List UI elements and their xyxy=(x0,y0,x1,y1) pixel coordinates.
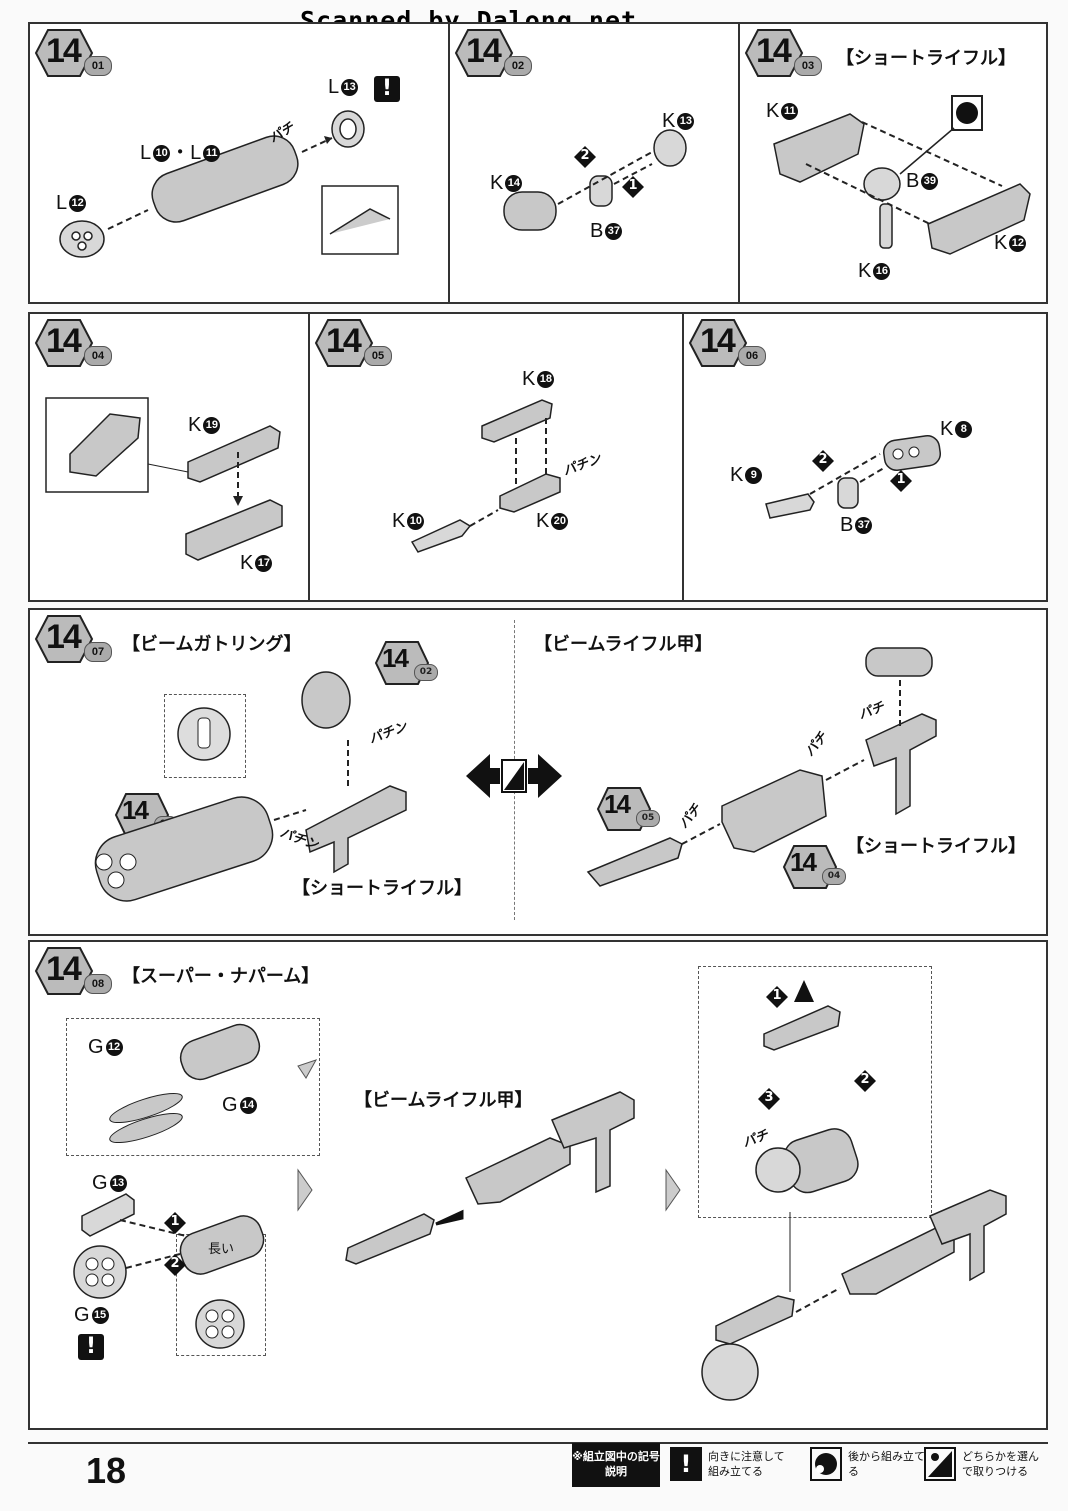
step-sub-number: 04 xyxy=(84,346,112,366)
short-rifle-label-left: 【ショートライフル】 xyxy=(292,878,472,899)
step-badge: 14 03 xyxy=(744,28,822,78)
step-badge: 14 02 xyxy=(454,28,532,78)
step-marker-2: 2 xyxy=(164,1254,186,1276)
weapon-options-drawing xyxy=(94,647,937,902)
short-rifle-label-right: 【ショートライフル】 xyxy=(846,836,1026,857)
step-marker-2: 2 xyxy=(574,146,596,168)
step-badge: 14 04 xyxy=(34,318,112,368)
step-number: 14 xyxy=(756,32,792,70)
step-marker-2: 2 xyxy=(812,450,834,472)
step-number: 14 xyxy=(466,32,502,70)
step-number: 14 xyxy=(46,618,82,656)
footer-rule xyxy=(28,1442,1048,1444)
long-indicator: 長い xyxy=(208,1242,235,1257)
gatling-barrel-assembly-drawing xyxy=(59,110,399,258)
step-badge: 14 07 xyxy=(34,614,112,664)
beam-rifle-label: 【ビームライフル甲】 xyxy=(354,1090,533,1111)
step-marker-1: 1 xyxy=(890,470,912,492)
short-rifle-assembly-drawing xyxy=(773,95,1031,255)
caution-icon: ! xyxy=(670,1447,702,1481)
step-number: 14 xyxy=(46,32,82,70)
choose-one-icon xyxy=(924,1447,956,1481)
beam-gatling-title: 【ビームガトリング】 xyxy=(122,634,302,655)
legend-heading: ※組立図中の記号説明 xyxy=(572,1443,660,1487)
caution-icon: ! xyxy=(78,1334,104,1360)
assemble-later-icon xyxy=(810,1447,842,1481)
caution-icon: ! xyxy=(374,76,400,102)
step-number: 14 xyxy=(700,322,736,360)
step-marker-1: 1 xyxy=(766,986,788,1008)
rifle-cover-assembly-drawing xyxy=(45,397,283,561)
super-napalm-title: 【スーパー・ナパーム】 xyxy=(122,966,320,987)
page-number: 18 xyxy=(86,1450,127,1491)
step-sub-number: 07 xyxy=(84,642,112,662)
step-title: 【ショートライフル】 xyxy=(836,48,1016,69)
beam-rifle-title: 【ビームライフル甲】 xyxy=(534,634,713,655)
barrel-cap-assembly-drawing xyxy=(503,129,687,231)
step-sub-number: 02 xyxy=(504,56,532,76)
stock-assembly-drawing xyxy=(765,435,942,519)
step-sub-number: 06 xyxy=(738,346,766,366)
step-number: 14 xyxy=(46,950,82,988)
step-number: 14 xyxy=(326,322,362,360)
panel-step-14-08: 14 08 【スーパー・ナパーム】 【ビームライフル甲】 G xyxy=(28,940,1048,1430)
super-napalm-assembly-drawing xyxy=(73,980,1007,1401)
step-sub-number: 08 xyxy=(84,974,112,994)
step-badge: 14 08 xyxy=(34,946,112,996)
legend-item-orientation: ! 向きに注意して組み立てる xyxy=(670,1443,794,1487)
step-marker-1: 1 xyxy=(622,176,644,198)
legend-item-choose-one: どちらかを選んで取りつける xyxy=(924,1443,1050,1487)
step-marker-3: 3 xyxy=(758,1088,780,1110)
step-marker-2: 2 xyxy=(854,1070,876,1092)
step-sub-number: 03 xyxy=(794,56,822,76)
step-badge: 14 01 xyxy=(34,28,112,78)
symbol-legend: ※組立図中の記号説明 ! 向きに注意して組み立てる 後から組み立てる どちらかを… xyxy=(572,1443,1050,1487)
legend-item-assemble-later: 後から組み立てる xyxy=(810,1443,925,1487)
step-badge: 14 06 xyxy=(688,318,766,368)
step-number: 14 xyxy=(46,322,82,360)
muzzle-assembly-drawing xyxy=(410,399,561,553)
step-marker-1: 1 xyxy=(164,1212,186,1234)
step-sub-number: 01 xyxy=(84,56,112,76)
step-badge: 14 05 xyxy=(314,318,392,368)
step-sub-number: 05 xyxy=(364,346,392,366)
